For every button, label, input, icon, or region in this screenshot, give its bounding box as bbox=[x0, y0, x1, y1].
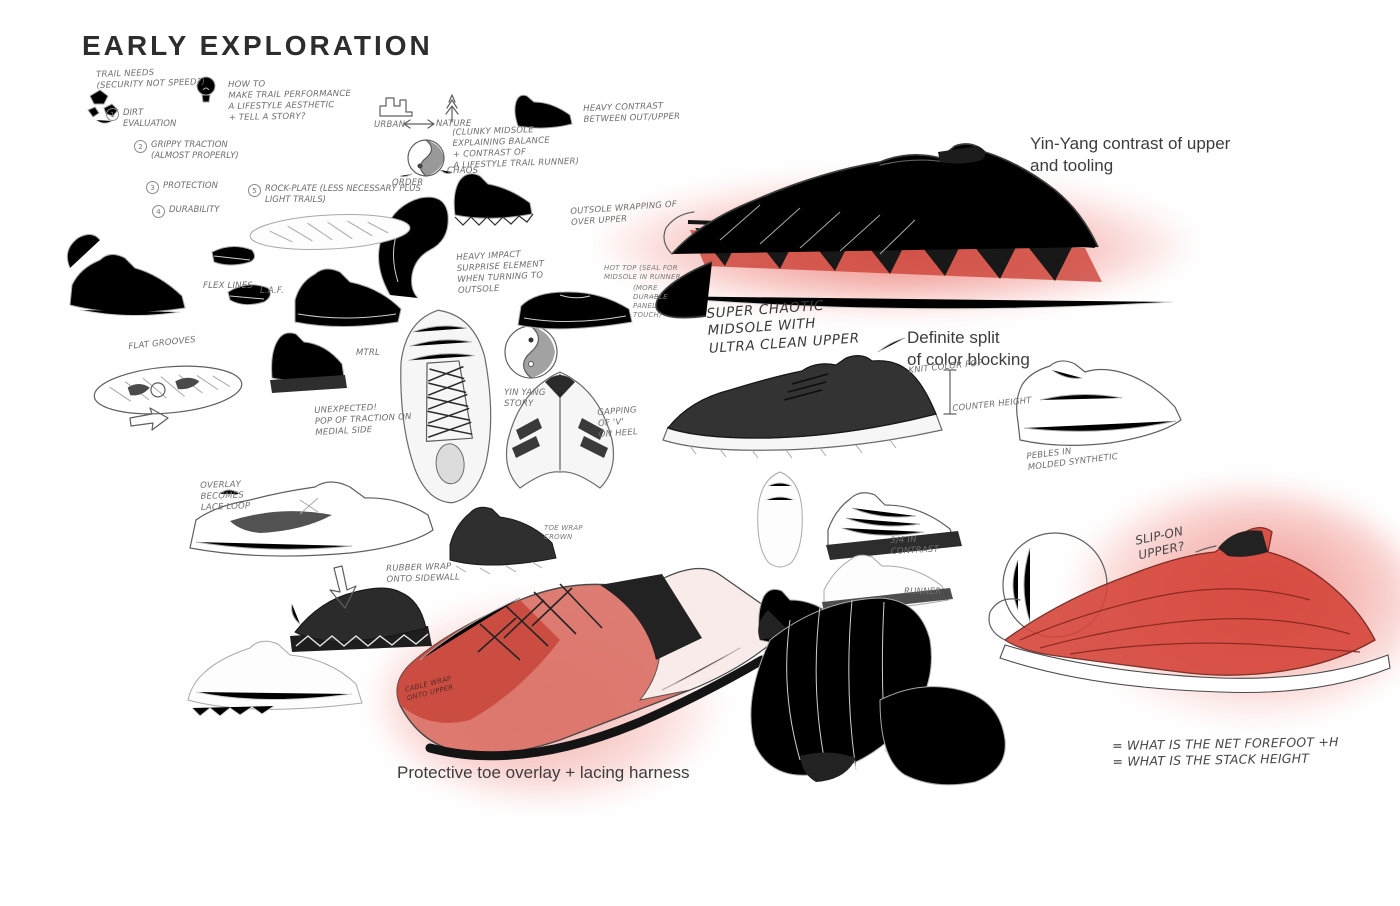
number-circle-icon: 4 bbox=[152, 205, 165, 218]
sketch-toe-cap-doodles bbox=[211, 246, 271, 306]
sketch-rock-plate-oval bbox=[249, 214, 411, 250]
number-circle-icon: 3 bbox=[146, 181, 159, 194]
numbered-point-durability: 4 DURABILITY bbox=[152, 205, 219, 218]
handwritten-note-chaos: CHAOS bbox=[447, 166, 479, 176]
yin-yang-pod-icon bbox=[504, 325, 558, 379]
sketch-overlay-lace-loop-shoe bbox=[189, 481, 434, 557]
handwritten-note-yin-yang-story: YIN YANG STORY bbox=[504, 388, 546, 409]
handwritten-note-contrast-34: 3/4 IN CONTRAST bbox=[890, 534, 940, 557]
number-circle-icon: 1 bbox=[106, 108, 119, 121]
handwritten-note-heavy-contrast: HEAVY CONTRAST BETWEEN OUT/UPPER bbox=[583, 101, 681, 125]
city-skyline-icon bbox=[379, 97, 413, 117]
sketch-thumbnail-dark-sole-shoe bbox=[270, 332, 347, 393]
handwritten-note-order: ORDER bbox=[392, 178, 424, 188]
numbered-point-protection: 3 PROTECTION bbox=[146, 181, 218, 194]
handwritten-note-hot-top: HOT TOP (SEAL FOR MIDSOLE IN RUNNER bbox=[604, 264, 681, 281]
handwritten-note-how-to: HOW TO MAKE TRAIL PERFORMANCE A LIFESTYL… bbox=[228, 79, 352, 123]
sketch-last-ghost-small bbox=[800, 686, 1006, 786]
number-circle-icon: 2 bbox=[134, 140, 147, 153]
handwritten-note-runner: RUNNER bbox=[904, 587, 942, 597]
handwritten-note-nature: NATURE bbox=[436, 119, 472, 129]
page-title: EARLY EXPLORATION bbox=[82, 30, 433, 61]
urban-nature-arrow-icon bbox=[403, 119, 435, 129]
caption-leader-lines bbox=[877, 337, 906, 353]
handwritten-note-urban: URBAN bbox=[374, 120, 406, 130]
tree-icon bbox=[445, 94, 459, 123]
sketch-hero-red-toe-overlay-shoe bbox=[396, 567, 783, 761]
handwritten-note-laf: L.A.F. bbox=[260, 286, 284, 296]
sketch-highcurve-doodle bbox=[378, 196, 449, 299]
sketch-heel-view bbox=[505, 371, 615, 489]
handwritten-note-heavy-impact: HEAVY IMPACT SURPRISE ELEMENT WHEN TURNI… bbox=[456, 249, 545, 296]
caption-yin-yang-contrast: Yin-Yang contrast of upper and tooling bbox=[1030, 134, 1231, 176]
sketch-hero-chaotic-midsole-shoe bbox=[647, 143, 1173, 319]
numbered-point-grippy-traction: 2 GRIPPY TRACTION (ALMOST PROPERLY) bbox=[134, 140, 239, 162]
sketch-thumbnail-left-1 bbox=[66, 234, 186, 317]
caption-color-blocking: Definite split of color blocking bbox=[907, 328, 1030, 370]
down-arrow-icon bbox=[329, 565, 357, 609]
lightbulb-icon bbox=[196, 76, 216, 103]
handwritten-note-flex-lines: FLEX LINES bbox=[203, 281, 253, 291]
sketch-zigzag-sole-shoe bbox=[453, 173, 534, 226]
handwritten-note-trail-needs: TRAIL NEEDS (SECURITY NOT SPEED?) bbox=[96, 67, 206, 91]
handwritten-note-unexpected: UNEXPECTED! POP OF TRACTION ON MEDIAL SI… bbox=[314, 402, 412, 438]
numbered-point-dirt-evaluation: 1 DIRT EVALUATION bbox=[106, 108, 176, 130]
handwritten-note-stack-height: = WHAT IS THE NET FOREFOOT +H = WHAT IS … bbox=[1112, 734, 1339, 769]
handwritten-note-clunky-midsole: (CLUNKY MIDSOLE EXPLAINING BALANCE + CON… bbox=[452, 125, 580, 171]
sketch-outsole-bottom-view bbox=[93, 365, 243, 415]
sketch-tiny-shoe-top bbox=[514, 94, 573, 129]
sketch-top-down-shoe bbox=[400, 309, 492, 504]
sketch-thumbnail-laf-shoe bbox=[294, 268, 402, 327]
handwritten-note-overlay-lace-loop: OVERLAY BECOMES LACE LOOP bbox=[200, 479, 251, 513]
sketch-dark-sock-shoe bbox=[449, 506, 557, 575]
sketch-hero-slip-on-concept bbox=[988, 527, 1391, 694]
numbered-point-rock-plate: 5 ROCK-PLATE (LESS NECESSARY PLUS LIGHT … bbox=[248, 184, 421, 206]
caption-toe-overlay: Protective toe overlay + lacing harness bbox=[397, 763, 690, 782]
sketch-light-runner-profile bbox=[1016, 360, 1182, 446]
sketch-ghost-shoe-bottom-left bbox=[187, 640, 363, 717]
handwritten-note-mtrl: MTRL bbox=[356, 348, 380, 358]
sketch-dark-runner-profile bbox=[662, 355, 957, 459]
handwritten-note-super-chaotic: SUPER CHAOTIC MIDSOLE WITH ULTRA CLEAN U… bbox=[706, 297, 861, 357]
handwritten-note-toe-wrap: TOE WRAP CROWN bbox=[544, 524, 583, 541]
yin-yang-icon bbox=[399, 139, 453, 178]
handwritten-note-rubber-wrap: RUBBER WRAP ONTO SIDEWALL bbox=[386, 561, 461, 585]
sketch-slip-on-thumbnail bbox=[517, 291, 633, 330]
number-circle-icon: 5 bbox=[248, 184, 261, 197]
sketch-contrast-runner-1 bbox=[826, 492, 962, 560]
handwritten-note-gapping: GAPPING OF 'V' ON HEEL bbox=[597, 405, 639, 440]
right-arrow-icon bbox=[129, 407, 169, 431]
sketch-dark-knit-shoe bbox=[290, 587, 432, 652]
sketch-top-down-small bbox=[757, 471, 803, 568]
handwritten-note-durable-panel: (MORE DURABLE PANEL TOUCH) bbox=[633, 284, 668, 319]
